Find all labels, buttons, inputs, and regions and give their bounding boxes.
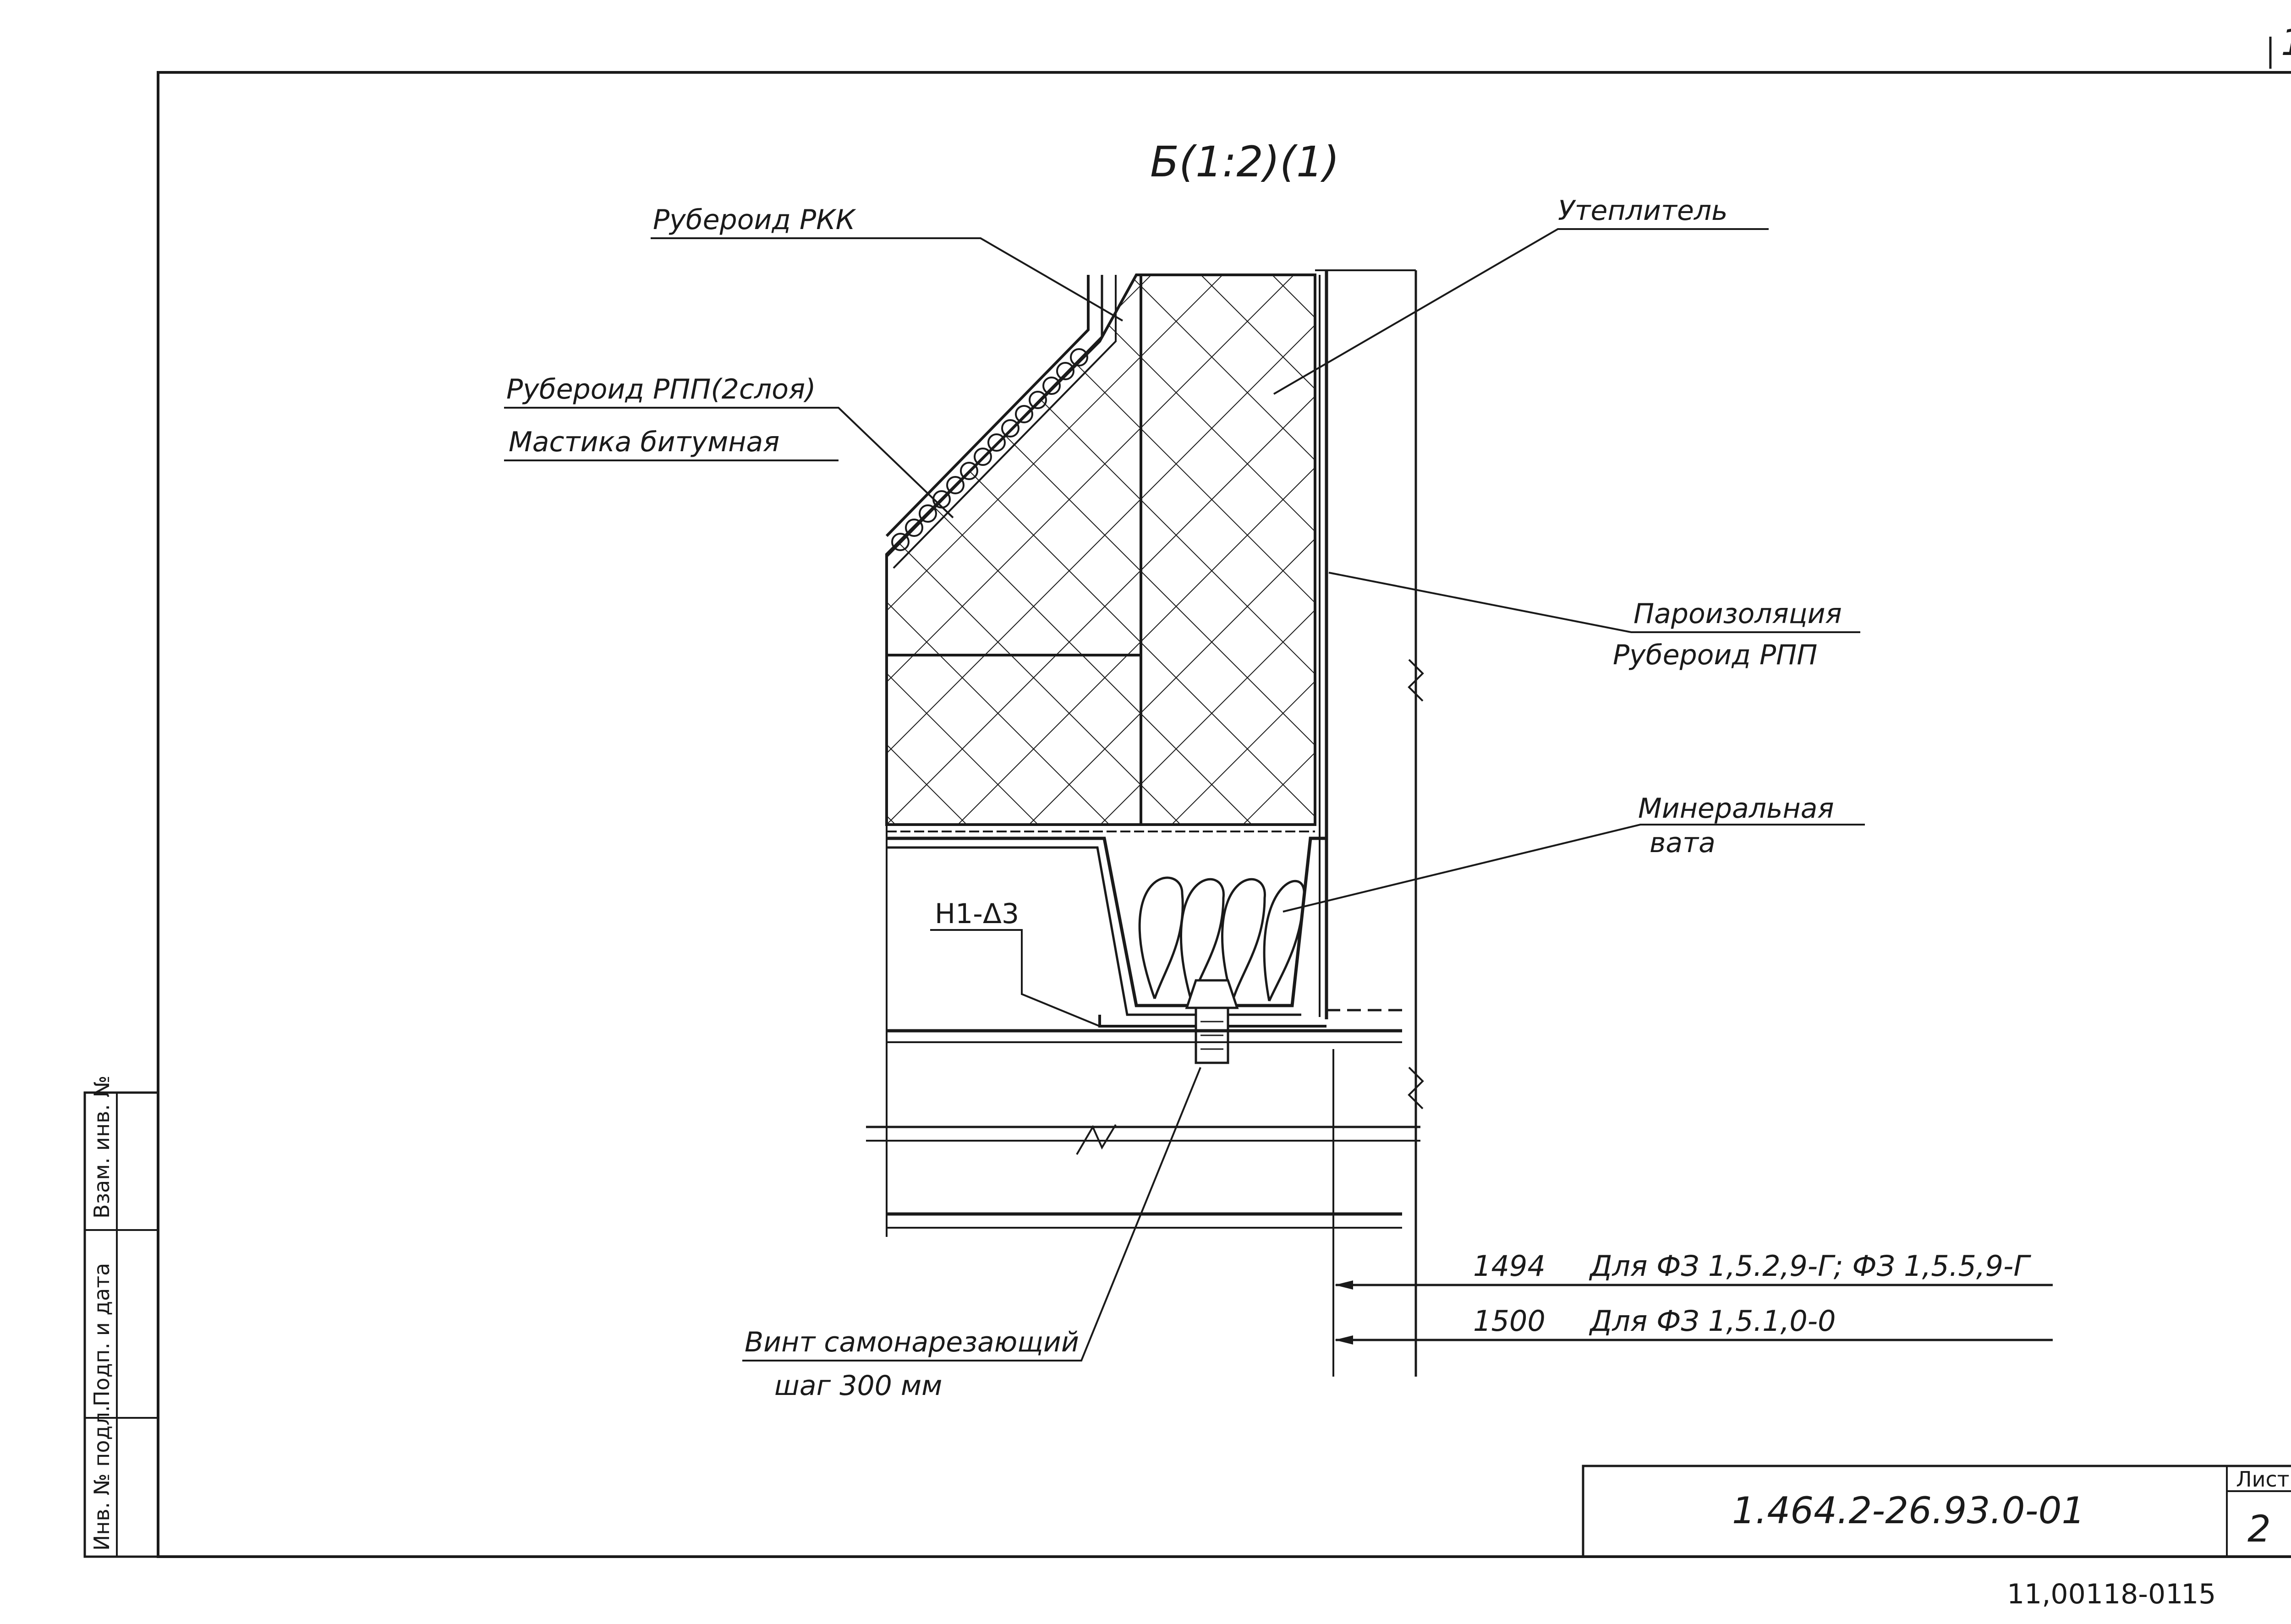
leader-lines [504,228,1865,1362]
dimension-1500-note: Для ФЗ 1,5.1,0-0 [1589,1304,1836,1338]
label-vapor-barrier-material: Рубероид РПП [1613,639,1817,671]
view-title: Б(1:2)(1) [1150,137,1339,186]
left-stamp: Взам. инв. № Подп. и дата Инв. № подл. [83,1076,159,1558]
dimension-1494-note: Для ФЗ 1,5.2,9-Г; ФЗ 1,5.5,9-Г [1589,1249,2031,1283]
label-screw-1: Винт самонарезающий [745,1326,1079,1358]
label-mineral-wool-1: Минеральная [1638,793,1834,825]
label-mineral-wool-2: вата [1650,827,1716,859]
label-insulation: Утеплитель [1558,195,1728,227]
label-ruberoid-rkk: Рубероид РКК [653,204,856,236]
sheet-label: Лист [2236,1467,2290,1492]
footer-page: 15 [2181,1578,2216,1610]
label-mastika: Мастика битумная [509,426,779,458]
stamp-cell-replace-inv: Взам. инв. № [89,1076,114,1219]
sheet-corner-number: 14 [2281,21,2291,64]
sheet-frame [157,37,2291,1558]
footer-code: 11,00118-01 [2007,1578,2183,1610]
section-detail [866,269,1424,1377]
support-beam [866,825,1420,1237]
stamp-cell-signature-date: Подп. и дата [89,1263,114,1406]
label-weld-mark: Н1-Δ3 [935,898,1019,930]
dimension-1500-value: 1500 [1473,1304,1546,1338]
label-vapor-barrier: Пароизоляция [1633,598,1842,630]
stamp-cell-inv-original: Инв. № подл. [89,1405,114,1551]
title-block: 1.464.2-26.93.0-01 Лист 2 [1582,1465,2291,1558]
dimension-1494-value: 1494 [1473,1249,1546,1283]
mineral-wool-loops [1138,876,1305,1002]
label-ruberoid-rpp-2: Рубероид РПП(2слоя) [506,373,816,405]
self-tapping-screw [1185,979,1239,1064]
label-screw-2: шаг 300 мм [774,1370,942,1402]
document-code: 1.464.2-26.93.0-01 [1732,1489,2085,1532]
sheet-number: 2 [2247,1508,2271,1550]
